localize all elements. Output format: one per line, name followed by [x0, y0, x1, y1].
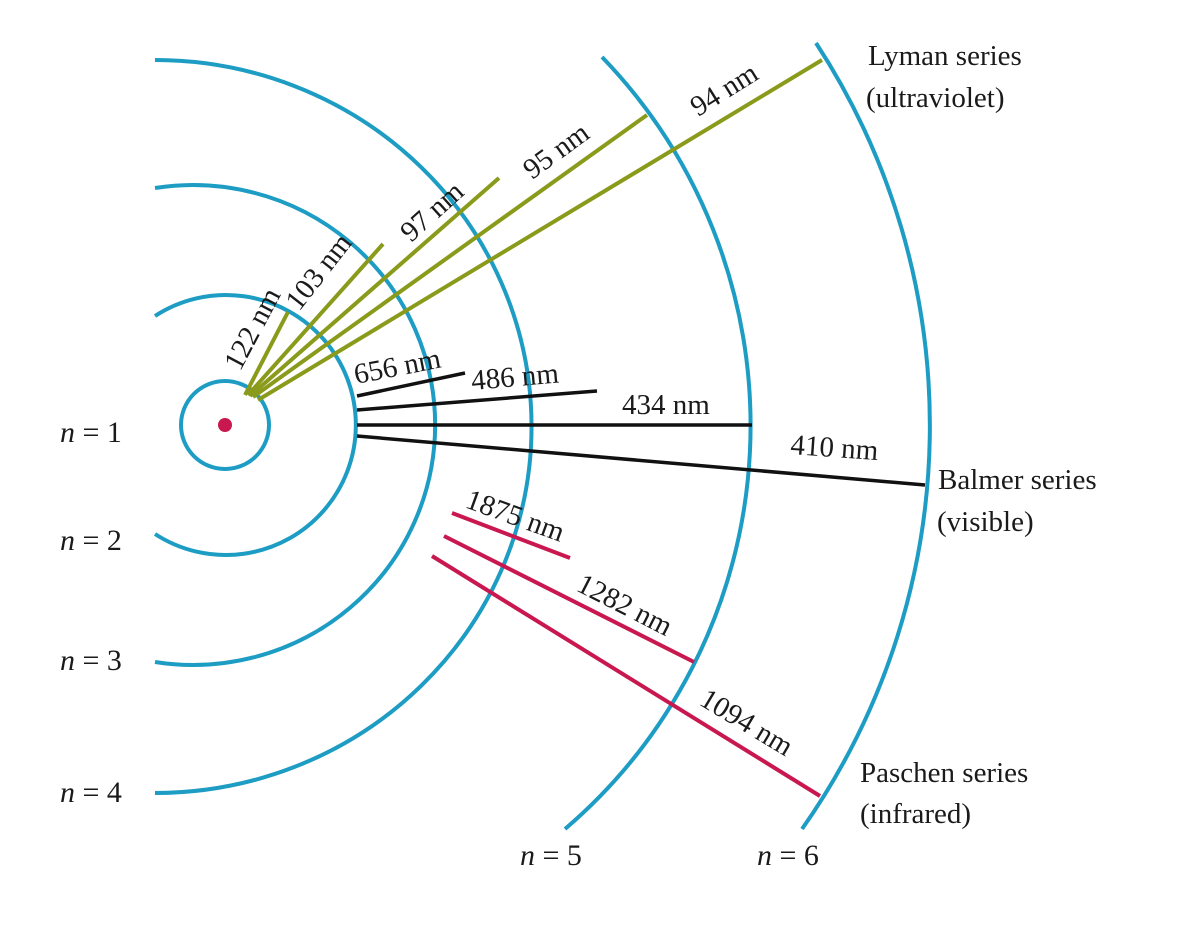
- lyman-line-95: [251, 113, 649, 399]
- balmer-line-486: [356, 389, 598, 412]
- lyman-line-94: [256, 58, 824, 402]
- lyman-label-95: 95 nm: [517, 116, 595, 185]
- paschen-line-1094: [430, 554, 822, 798]
- orbit-label-n1: n = 1: [60, 416, 122, 449]
- nucleus: [218, 418, 232, 432]
- balmer-label-410: 410 nm: [790, 429, 880, 467]
- balmer-label-434: 434 nm: [622, 389, 710, 421]
- lyman-series-name: Lyman series: [868, 40, 1022, 72]
- orbit-label-n4: n = 4: [60, 776, 122, 809]
- orbit-label-n2: n = 2: [60, 524, 122, 557]
- balmer-line-410: [356, 434, 926, 487]
- paschen-label-1282: 1282 nm: [572, 568, 678, 643]
- lyman-line-103: [246, 242, 385, 397]
- lyman-label-103: 103 nm: [279, 227, 359, 316]
- paschen-line-1282: [443, 534, 695, 664]
- paschen-series-region: (infrared): [860, 798, 971, 830]
- orbit-n1: [179, 379, 271, 471]
- orbit-n6: [800, 41, 932, 831]
- lyman-series-region: (ultraviolet): [866, 82, 1005, 114]
- orbit-label-n5: n = 5: [520, 839, 582, 872]
- balmer-label-486: 486 nm: [470, 357, 561, 397]
- paschen-line-1875: [451, 511, 571, 560]
- paschen-series-name: Paschen series: [860, 757, 1028, 789]
- orbit-label-n3: n = 3: [60, 644, 122, 677]
- lyman-line-122: [243, 311, 290, 396]
- lyman-label-94: 94 nm: [685, 57, 765, 123]
- balmer-series-name: Balmer series: [938, 464, 1097, 496]
- balmer-line-656: [356, 371, 466, 398]
- orbit-n5: [563, 55, 753, 831]
- orbit-label-n6: n = 6: [757, 839, 819, 872]
- orbit-n2: [153, 293, 358, 557]
- balmer-series-region: (visible): [937, 506, 1034, 538]
- lyman-line-97: [248, 176, 501, 398]
